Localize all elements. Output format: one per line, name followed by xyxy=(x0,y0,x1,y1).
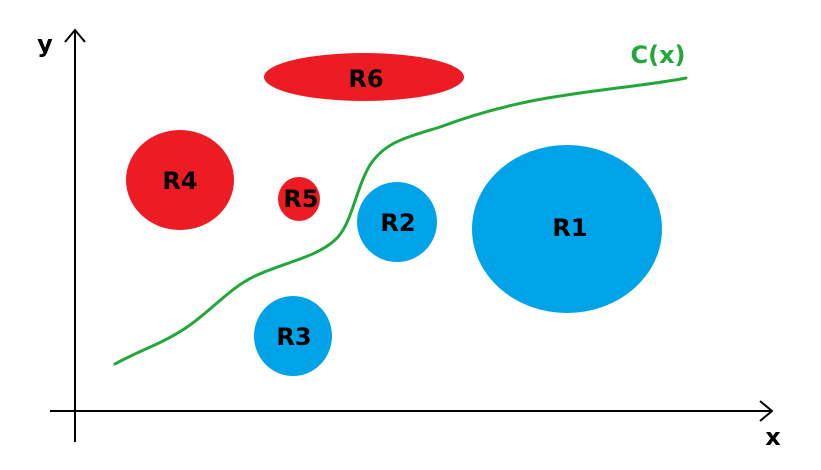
y-axis-label: y xyxy=(37,30,53,58)
x-axis-label: x xyxy=(765,423,781,451)
region-r1-label: R1 xyxy=(552,214,587,242)
region-r3 xyxy=(254,296,332,376)
region-r5-label: R5 xyxy=(283,185,318,213)
region-r4-label: R4 xyxy=(162,167,197,195)
region-r6 xyxy=(264,53,464,101)
region-r6-label: R6 xyxy=(348,65,383,93)
region-r4 xyxy=(126,130,234,230)
region-r1 xyxy=(472,145,662,313)
curve-c-of-x xyxy=(113,76,688,366)
region-r2 xyxy=(357,182,437,262)
region-r5 xyxy=(278,177,320,221)
y-axis-arrowhead xyxy=(64,28,86,43)
curve-label: C(x) xyxy=(630,41,685,69)
region-r2-label: R2 xyxy=(380,209,415,237)
x-axis-arrowhead xyxy=(759,400,774,422)
region-r3-label: R3 xyxy=(276,323,311,351)
